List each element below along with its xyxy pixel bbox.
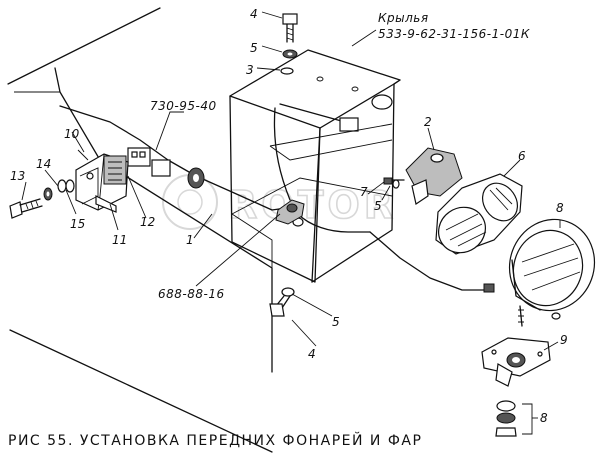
- bolt-top: [282, 13, 298, 59]
- callout-8-lamp: 8: [556, 201, 564, 215]
- callout-9: 9: [560, 333, 568, 347]
- callout-7: 7: [360, 185, 368, 199]
- bolt-13-assembly: [9, 179, 67, 219]
- watermark-text: ROTOR: [228, 183, 397, 227]
- code-730-95-40: 730-95-40: [150, 99, 217, 113]
- figure-caption: РИС 55. УСТАНОВКА ПЕРЕДНИХ ФОНАРЕЙ И ФАР: [8, 431, 422, 449]
- callout-3: 3: [246, 63, 254, 77]
- lamp-2: [405, 147, 463, 205]
- callout-6: 6: [518, 149, 526, 163]
- callout-15: 15: [70, 217, 85, 231]
- callout-4-bottom: 4: [308, 347, 316, 361]
- fender-code: 533-9-62-31-156-1-01К: [378, 27, 530, 41]
- code-688-88-16: 688-88-16: [158, 287, 225, 301]
- wiring-harness: [59, 103, 495, 293]
- bolt-7: [383, 177, 405, 189]
- callout-numbers: 4 5 3 10 14 13 15 11 12 1 5 4 2 6 8 7 5 …: [10, 7, 568, 425]
- watermark: ROTOR: [162, 174, 397, 230]
- fender-title: Крылья: [378, 11, 429, 25]
- callout-14: 14: [36, 157, 51, 171]
- callout-5-bottom: 5: [332, 315, 340, 329]
- part-labels: Крылья 533-9-62-31-156-1-01К 730-95-40 6…: [150, 11, 530, 301]
- headlamp-8: [508, 218, 596, 327]
- plug-730-95-40: [127, 147, 205, 189]
- nuts-8: [495, 400, 533, 437]
- callout-1: 1: [186, 233, 194, 247]
- bolt-bottom: [269, 287, 295, 317]
- fender-box: [229, 49, 401, 283]
- bracket-9: [481, 337, 551, 387]
- leader-lines: [21, 11, 561, 419]
- callout-5-top: 5: [250, 41, 258, 55]
- callout-2: 2: [424, 115, 432, 129]
- side-marker-lamp: [65, 153, 129, 213]
- callout-12: 12: [140, 215, 155, 229]
- callout-11: 11: [112, 233, 127, 247]
- callout-13: 13: [10, 169, 25, 183]
- callout-10: 10: [64, 127, 80, 141]
- lamp-6: [435, 173, 523, 255]
- callout-4-top: 4: [250, 7, 258, 21]
- terminal: [483, 283, 495, 293]
- callout-5-mid: 5: [374, 199, 382, 213]
- bracket-688-88-16: [275, 199, 305, 225]
- callout-8-nuts: 8: [540, 411, 548, 425]
- harness-connector: [339, 117, 359, 132]
